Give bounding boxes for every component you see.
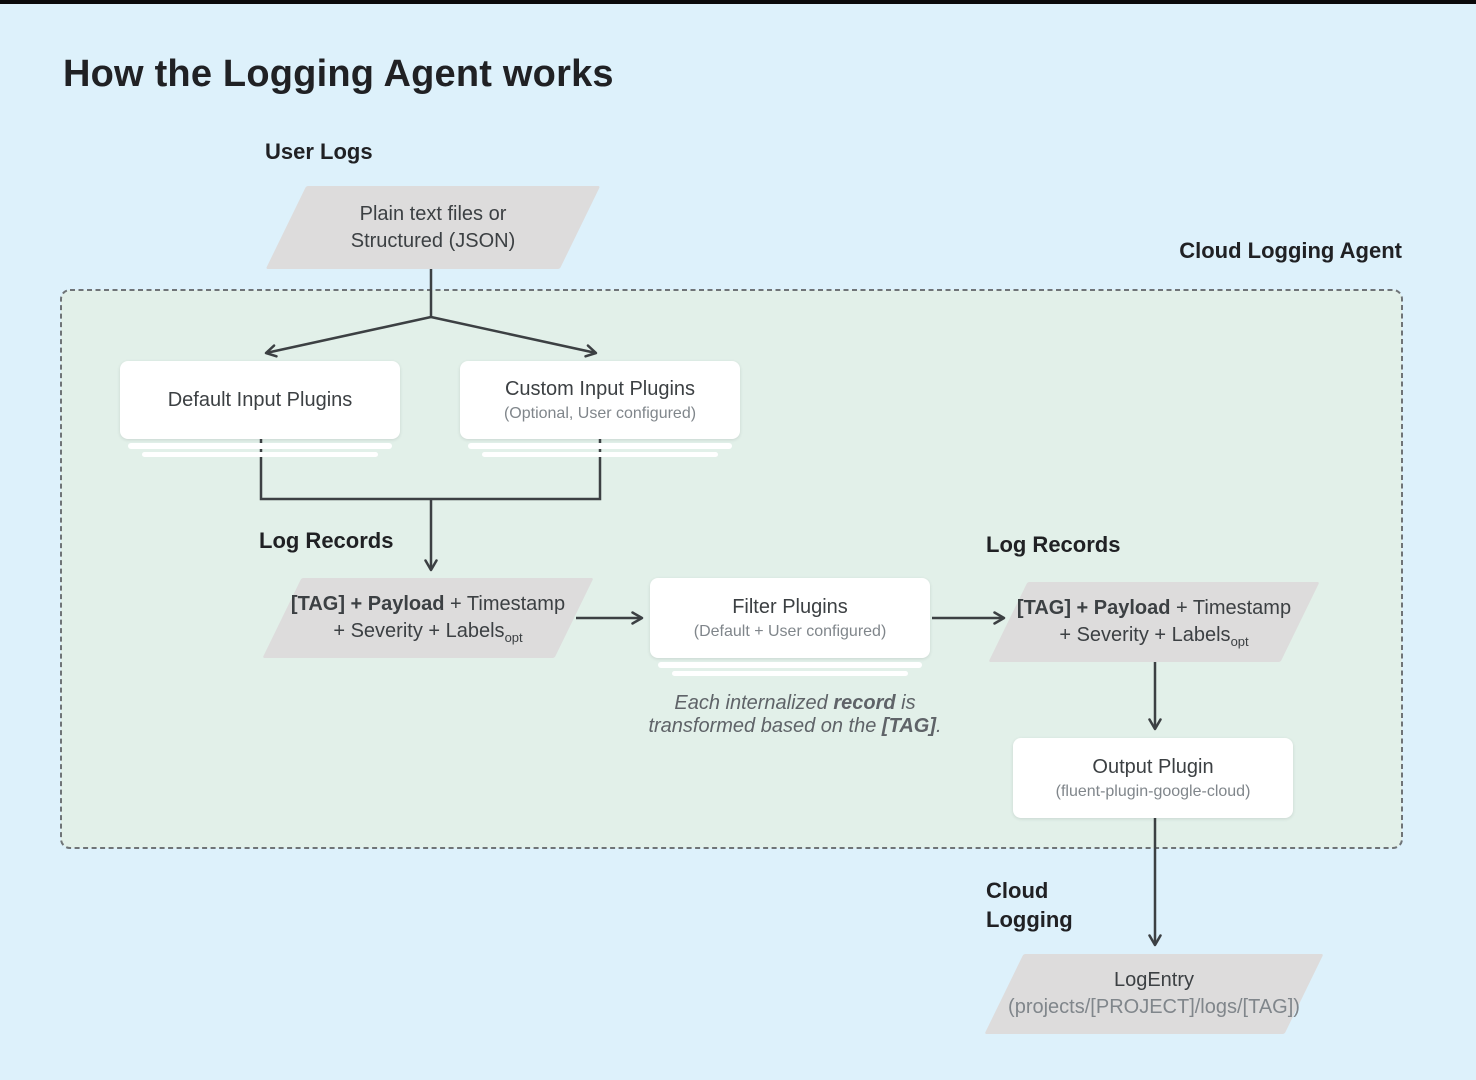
note-bold: [TAG]	[881, 715, 936, 737]
record-regular-part: + Timestamp	[1170, 597, 1292, 619]
note-line: Each internalized record is	[640, 692, 950, 715]
note-bold: record	[833, 692, 896, 714]
note-text: .	[935, 715, 942, 737]
node-log-record-left-text: [TAG] + Payload + Timestamp + Severity +…	[262, 578, 594, 658]
record-bold-part: [TAG] + Payload	[290, 593, 445, 615]
record-subscript: opt	[1230, 634, 1249, 649]
node-custom-input-plugins: Custom Input Plugins (Optional, User con…	[460, 361, 740, 439]
node-title: Output Plugin	[1092, 755, 1214, 778]
stack-bar	[672, 671, 908, 676]
record-line2: + Severity + Labels	[333, 620, 505, 642]
node-line: [TAG] + Payload + Timestamp	[291, 591, 565, 618]
transformation-note: Each internalized record is transformed …	[640, 692, 950, 738]
top-border-strip	[0, 0, 1476, 4]
node-log-record-right-text: [TAG] + Payload + Timestamp + Severity +…	[988, 582, 1320, 662]
node-user-logs: Plain text files or Structured (JSON)	[265, 186, 601, 269]
note-text: is	[895, 692, 916, 714]
stack-bar	[468, 443, 732, 449]
record-subscript: opt	[504, 630, 523, 645]
node-default-input-plugins: Default Input Plugins	[120, 361, 400, 439]
node-subtitle: (fluent-plugin-google-cloud)	[1055, 782, 1251, 800]
node-line: Structured (JSON)	[350, 229, 516, 252]
label-line: Cloud	[986, 878, 1049, 903]
stack-bar	[142, 452, 378, 457]
node-line: + Severity + Labelsopt	[333, 618, 522, 645]
node-user-logs-text: Plain text files or Structured (JSON)	[266, 186, 600, 269]
label-line: Logging	[986, 907, 1073, 932]
note-line: transformed based on the [TAG].	[640, 715, 950, 738]
stack-bar	[658, 662, 922, 668]
record-bold-part: [TAG] + Payload	[1016, 597, 1171, 619]
node-subtitle: (projects/[PROJECT]/logs/[TAG])	[1008, 996, 1300, 1018]
record-regular-part: + Timestamp	[444, 593, 566, 615]
node-title: Filter Plugins	[732, 595, 848, 618]
page-title: How the Logging Agent works	[63, 53, 614, 95]
node-line: + Severity + Labelsopt	[1059, 622, 1248, 649]
node-filter-plugins: Filter Plugins (Default + User configure…	[650, 578, 930, 658]
edge-split-left	[264, 315, 432, 358]
label-cloud-logging-agent: Cloud Logging Agent	[1179, 238, 1402, 263]
note-text: transformed based on the	[648, 715, 882, 737]
node-log-entry: LogEntry (projects/[PROJECT]/logs/[TAG])	[984, 954, 1324, 1034]
node-log-entry-text: LogEntry (projects/[PROJECT]/logs/[TAG])	[984, 954, 1324, 1034]
node-output-plugin: Output Plugin (fluent-plugin-google-clou…	[1013, 738, 1293, 818]
node-title: Custom Input Plugins	[504, 377, 696, 400]
label-log-records-right: Log Records	[986, 532, 1121, 557]
node-subtitle: (Default + User configured)	[693, 622, 887, 640]
label-user-logs: User Logs	[265, 139, 373, 164]
node-subtitle: (Optional, User configured)	[503, 404, 697, 422]
edge-split-right	[430, 315, 598, 358]
node-log-record-right: [TAG] + Payload + Timestamp + Severity +…	[988, 582, 1320, 662]
record-line2: + Severity + Labels	[1059, 624, 1231, 646]
stack-bar	[128, 443, 392, 449]
node-line: Plain text files or	[359, 202, 507, 225]
node-log-record-left: [TAG] + Payload + Timestamp + Severity +…	[262, 578, 594, 658]
label-log-records-left: Log Records	[259, 528, 394, 553]
label-cloud-logging: Cloud Logging	[986, 876, 1073, 934]
node-title: Default Input Plugins	[167, 389, 353, 411]
stack-bar	[482, 452, 718, 457]
note-text: Each internalized	[674, 692, 834, 714]
node-line: [TAG] + Payload + Timestamp	[1017, 595, 1291, 622]
node-title: LogEntry	[1113, 969, 1195, 991]
